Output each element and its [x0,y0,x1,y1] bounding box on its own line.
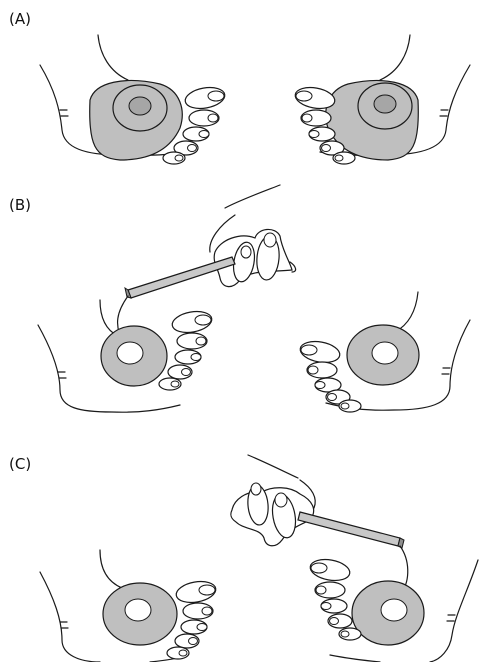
panel-b-right-foot [299,292,470,412]
panel-c-right-foot [309,557,478,662]
panel-b-hand-icon [210,185,296,287]
panel-c-probe-stick-icon [298,512,408,592]
panel-b-left-foot [38,300,213,412]
panel-c-hand-icon [231,455,315,546]
panel-a-left-foot [40,35,226,164]
panel-a-right-foot [294,35,470,164]
panel-c-left-foot [40,550,217,662]
